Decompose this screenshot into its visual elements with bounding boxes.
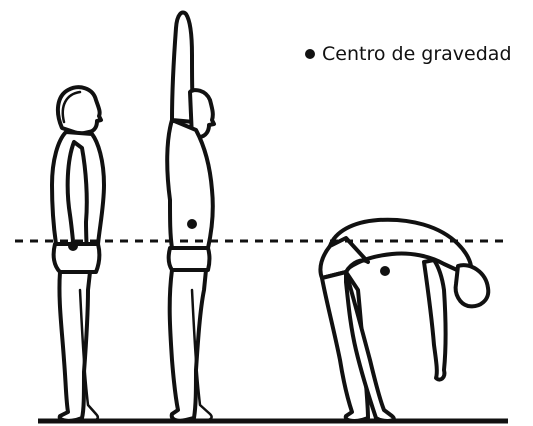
figure3-center-of-gravity-dot xyxy=(380,266,390,276)
figure-standing-relaxed xyxy=(52,87,104,421)
figure2-torso xyxy=(167,120,213,248)
figure-standing-arms-raised xyxy=(167,13,214,421)
figure1-head xyxy=(58,87,101,134)
figure3-head xyxy=(456,265,489,306)
figure1-legs xyxy=(59,272,90,421)
figure-bending-forward xyxy=(320,220,488,421)
figure2-shorts xyxy=(169,248,210,270)
figure2-legs xyxy=(170,270,206,421)
figure3-arm xyxy=(424,260,446,380)
figure2-center-of-gravity-dot xyxy=(187,219,197,229)
